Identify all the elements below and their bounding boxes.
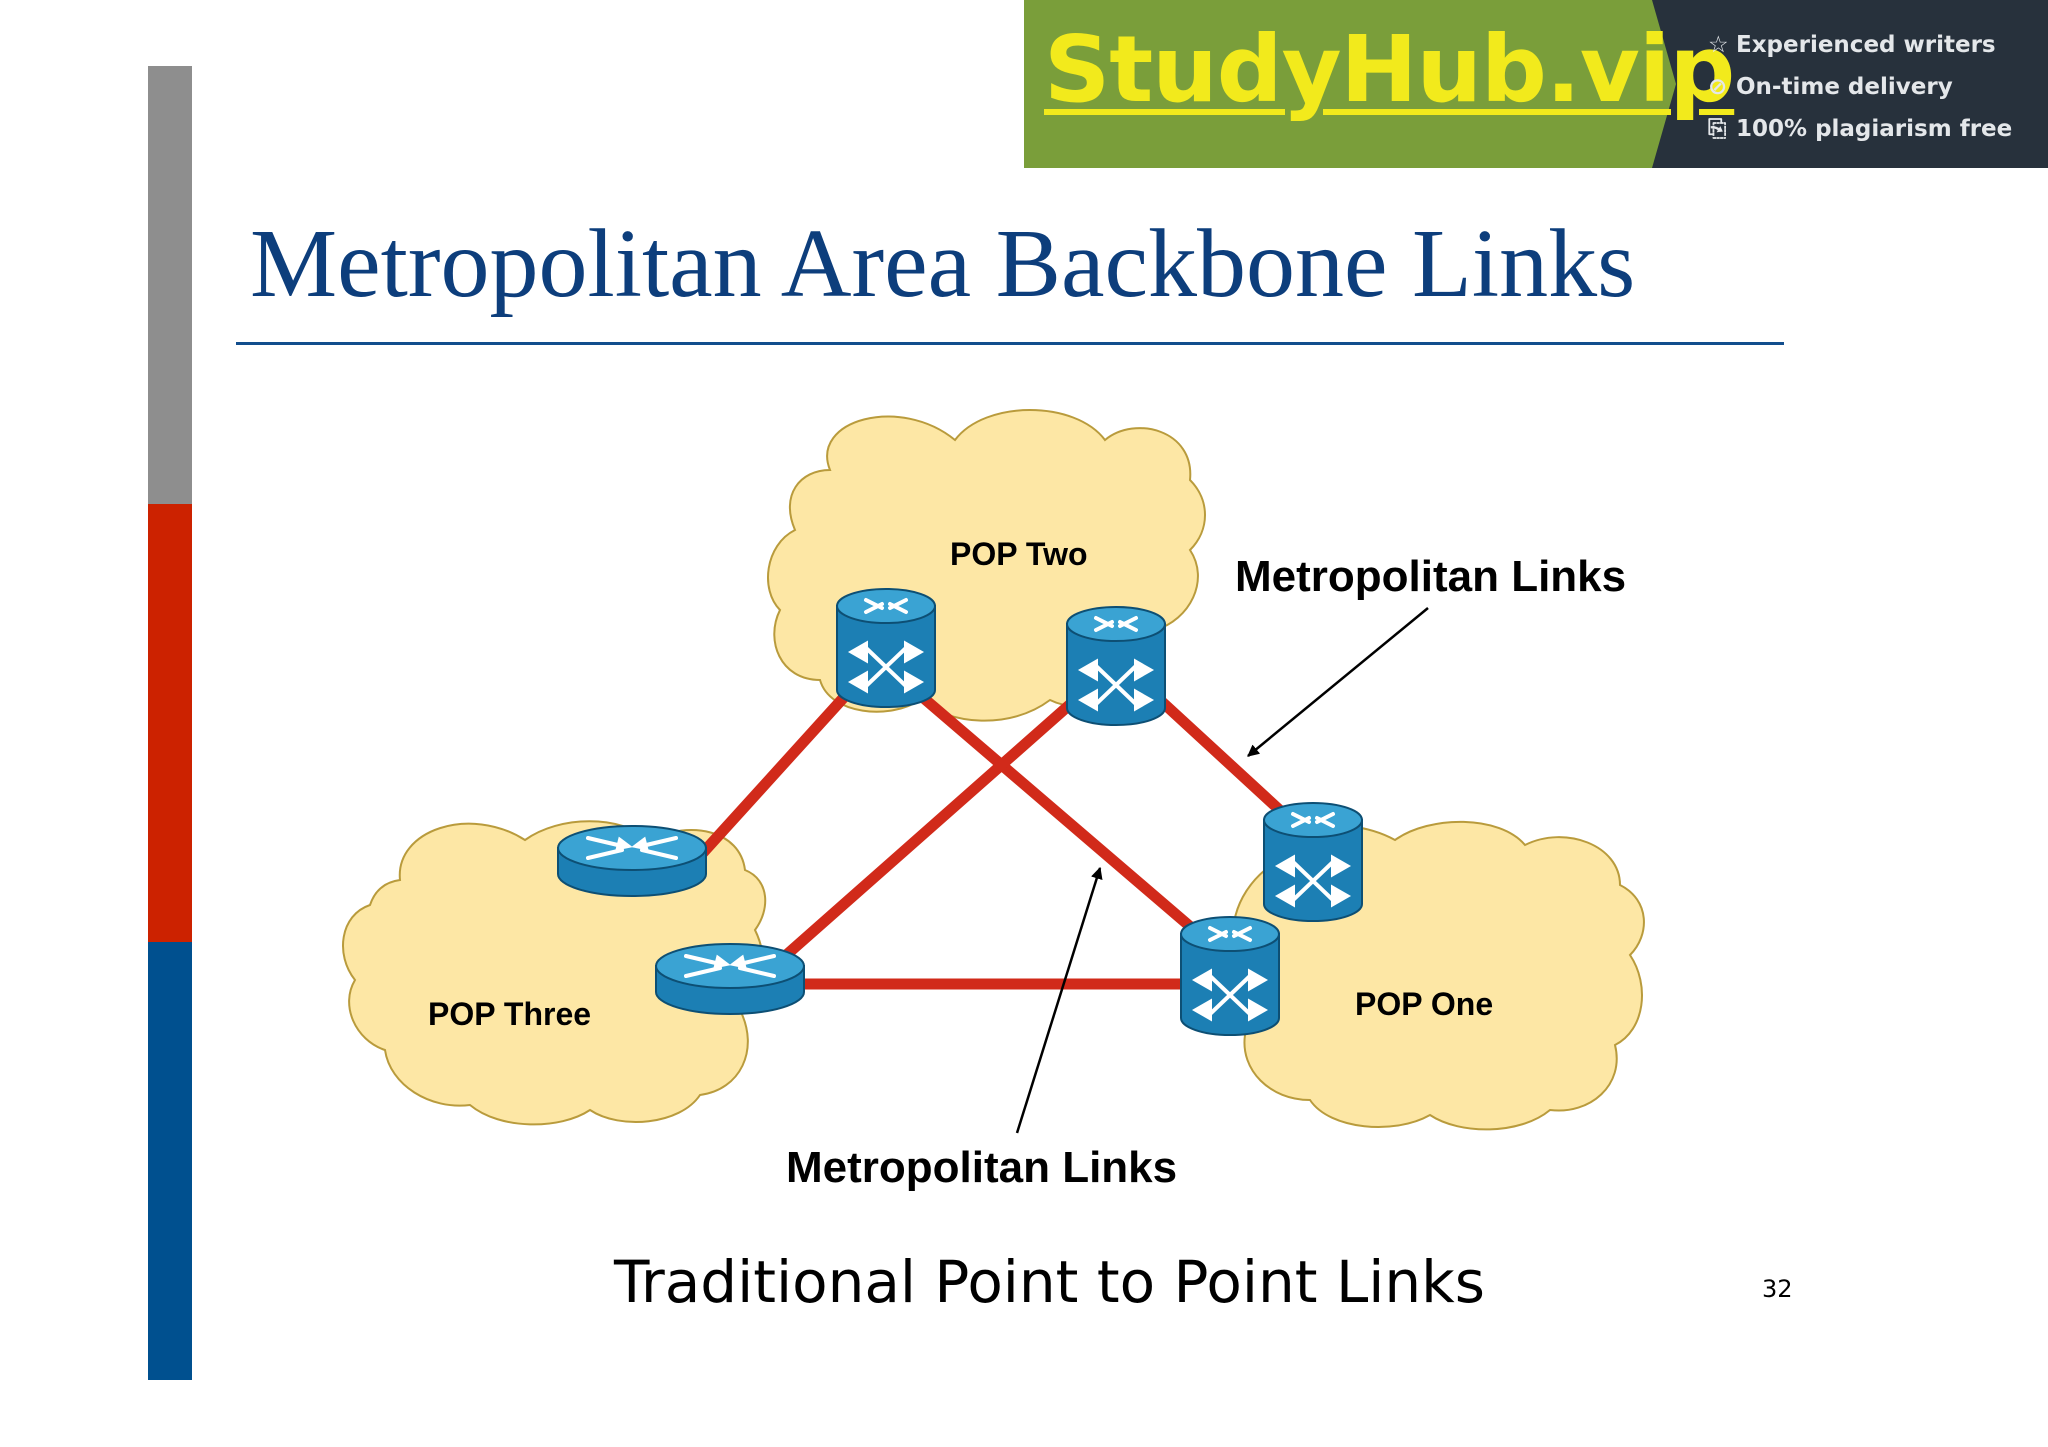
feature-text: On-time delivery bbox=[1736, 74, 1953, 100]
side-stripe-blue bbox=[148, 942, 192, 1380]
links bbox=[694, 689, 1291, 990]
feature-text: Experienced writers bbox=[1736, 32, 1996, 58]
link-pop-two-a-to-pop-three-a bbox=[694, 689, 852, 862]
copy-icon: ⎘ bbox=[1708, 116, 1727, 142]
star-icon: ☆ bbox=[1708, 32, 1729, 58]
callout-arrow-lower bbox=[1015, 866, 1103, 1134]
side-stripe-gray bbox=[148, 66, 192, 504]
router-icon bbox=[557, 825, 707, 897]
label-pop-three: POP Three bbox=[428, 996, 592, 1032]
switch-icon bbox=[836, 588, 936, 708]
feature-item: ⎘ 100% plagiarism free bbox=[1708, 108, 2012, 150]
title-underline bbox=[236, 342, 1784, 345]
page-number: 32 bbox=[1762, 1275, 1793, 1303]
clock-icon: ⊘ bbox=[1708, 74, 1728, 100]
callout-arrow-upper bbox=[1247, 607, 1429, 757]
feature-text: 100% plagiarism free bbox=[1736, 116, 2013, 142]
banner-arrow bbox=[1652, 0, 1676, 168]
side-stripe-red bbox=[148, 504, 192, 942]
banner-features-panel bbox=[1652, 0, 2048, 168]
feature-item: ☆ Experienced writers bbox=[1708, 24, 2012, 66]
link-pop-two-b-to-pop-one-a bbox=[1154, 694, 1291, 821]
callout-label-upper: Metropolitan Links bbox=[1235, 552, 1627, 601]
router-icon bbox=[655, 943, 805, 1015]
feature-item: ⊘ On-time delivery bbox=[1708, 66, 2012, 108]
switch-icon bbox=[1066, 606, 1166, 726]
slide-title: Metropolitan Area Backbone Links bbox=[250, 210, 1636, 318]
link-pop-two-b-to-pop-three-b bbox=[769, 694, 1081, 971]
link-pop-two-a-to-pop-one-b bbox=[914, 689, 1206, 941]
banner-logo-panel bbox=[1024, 0, 1664, 168]
slide-caption: Traditional Point to Point Links bbox=[614, 1248, 1485, 1316]
banner-features: ☆ Experienced writers ⊘ On-time delivery ⎘… bbox=[1708, 24, 2012, 150]
studyhub-logo[interactable]: StudyHub.vip bbox=[1044, 16, 1735, 123]
switch-icon bbox=[1263, 802, 1363, 922]
switch-icon bbox=[1180, 916, 1280, 1036]
label-pop-two: POP Two bbox=[950, 536, 1088, 572]
label-pop-one: POP One bbox=[1355, 986, 1494, 1022]
callout-label-lower: Metropolitan Links bbox=[786, 1143, 1178, 1192]
